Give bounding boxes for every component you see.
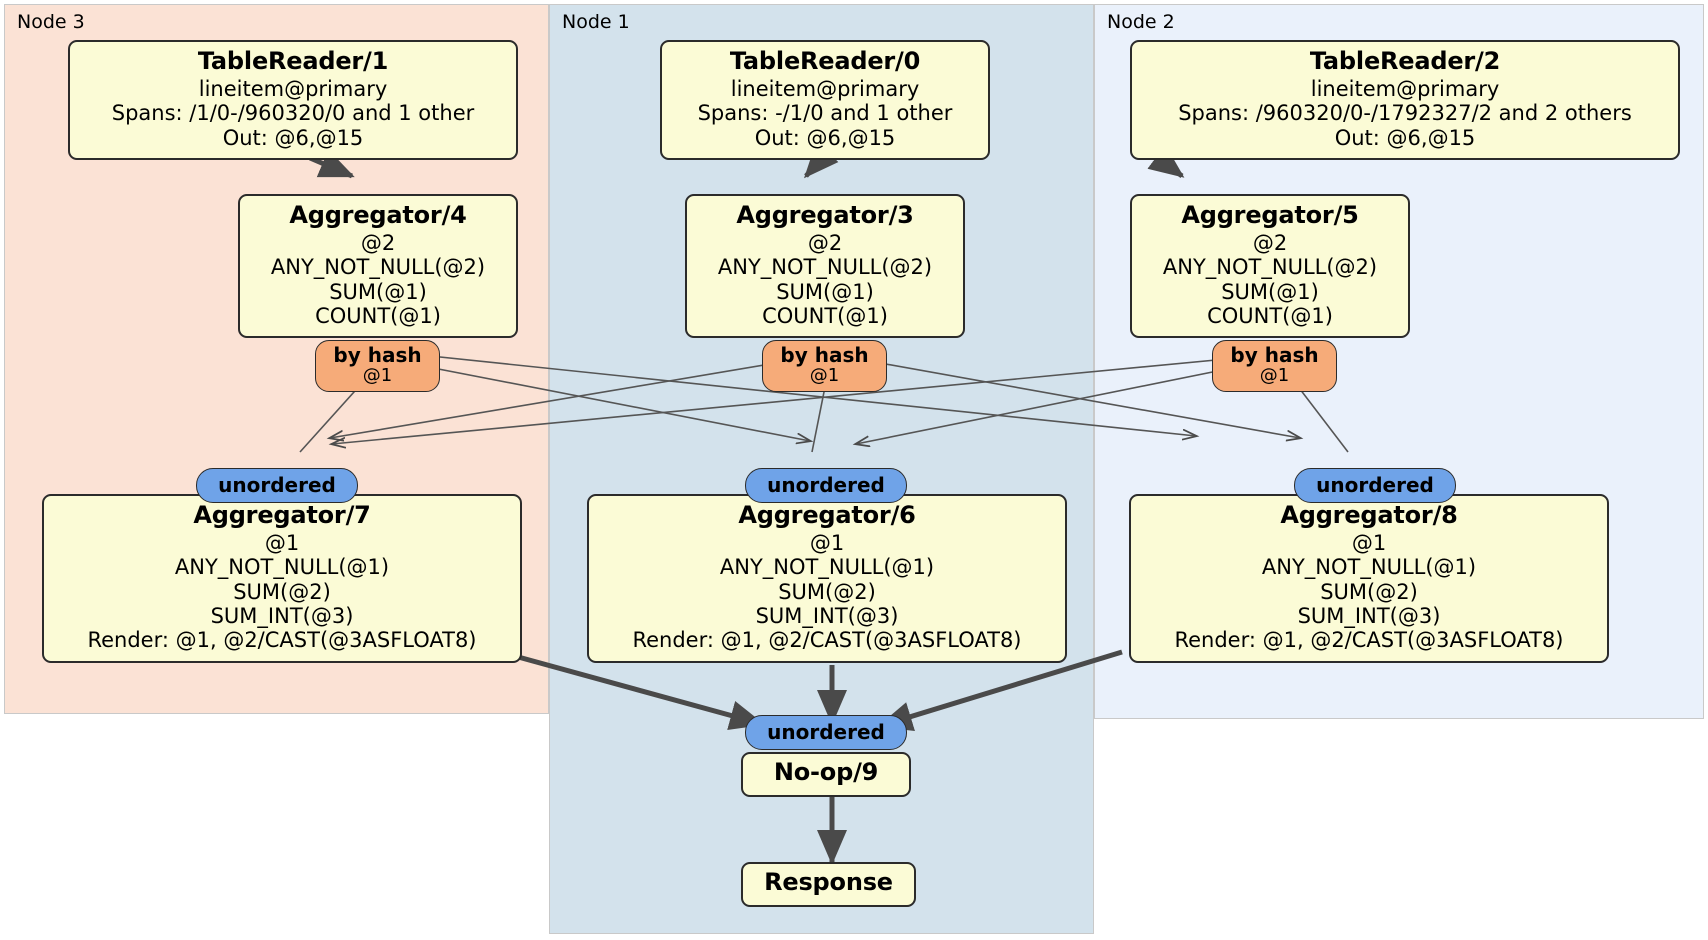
processor-aggregator-6[interactable]: Aggregator/6 @1 ANY_NOT_NULL(@1) SUM(@2)… <box>587 494 1067 663</box>
router-unordered-center[interactable]: unordered <box>745 468 907 504</box>
processor-detail-agg-1: SUM(@2) <box>1320 579 1418 604</box>
processor-detail-groupcols: @1 <box>1351 530 1387 555</box>
processor-detail-agg-1: SUM(@2) <box>233 579 331 604</box>
processor-detail-groupcols: @2 <box>360 230 396 255</box>
processor-detail-agg-0: ANY_NOT_NULL(@1) <box>719 555 935 580</box>
processor-table-reader-2[interactable]: TableReader/2 lineitem@primary Spans: /9… <box>1130 40 1680 160</box>
processor-title: Aggregator/7 <box>193 501 371 529</box>
processor-detail-agg-2: COUNT(@1) <box>762 303 888 328</box>
processor-table-reader-1[interactable]: TableReader/1 lineitem@primary Spans: /1… <box>68 40 518 160</box>
processor-aggregator-4[interactable]: Aggregator/4 @2 ANY_NOT_NULL(@2) SUM(@1)… <box>238 194 518 339</box>
processor-detail-agg-0: ANY_NOT_NULL(@2) <box>270 255 486 280</box>
processor-detail-groupcols: @2 <box>807 230 843 255</box>
processor-detail-groupcols: @1 <box>809 530 845 555</box>
router-label: unordered <box>1316 473 1434 497</box>
processor-detail-table: lineitem@primary <box>730 76 920 101</box>
node-panel-label-node3: Node 3 <box>17 11 85 33</box>
processor-detail-groupcols: @2 <box>1252 230 1288 255</box>
router-column: @1 <box>362 365 393 387</box>
processor-title: Aggregator/8 <box>1280 501 1458 529</box>
processor-title: Aggregator/3 <box>736 201 914 229</box>
router-label: by hash <box>333 343 422 367</box>
processor-title: Response <box>764 868 893 896</box>
router-column: @1 <box>809 365 840 387</box>
processor-title: No-op/9 <box>773 758 879 786</box>
processor-aggregator-7[interactable]: Aggregator/7 @1 ANY_NOT_NULL(@1) SUM(@2)… <box>42 494 522 663</box>
router-column: @1 <box>1259 365 1290 387</box>
processor-detail-agg-2: SUM_INT(@3) <box>755 603 899 628</box>
processor-detail-out: Out: @6,@15 <box>754 125 896 150</box>
processor-detail-agg-0: ANY_NOT_NULL(@1) <box>1261 555 1477 580</box>
node-panel-label-node2: Node 2 <box>1107 11 1175 33</box>
processor-table-reader-0[interactable]: TableReader/0 lineitem@primary Spans: -/… <box>660 40 990 160</box>
processor-aggregator-8[interactable]: Aggregator/8 @1 ANY_NOT_NULL(@1) SUM(@2)… <box>1129 494 1609 663</box>
processor-detail-out: Out: @6,@15 <box>1334 125 1476 150</box>
processor-detail-agg-1: SUM(@1) <box>776 279 874 304</box>
router-by-hash-right[interactable]: by hash @1 <box>1212 340 1337 392</box>
processor-detail-render: Render: @1, @2/CAST(@3ASFLOAT8) <box>1174 628 1564 653</box>
router-label: unordered <box>767 473 885 497</box>
router-label: unordered <box>767 720 885 744</box>
processor-detail-agg-1: SUM(@1) <box>329 279 427 304</box>
processor-response[interactable]: Response <box>741 862 916 907</box>
processor-detail-agg-2: SUM_INT(@3) <box>1297 603 1441 628</box>
router-unordered-final[interactable]: unordered <box>745 715 907 751</box>
processor-title: TableReader/0 <box>729 47 921 75</box>
processor-detail-spans: Spans: /960320/0-/1792327/2 and 2 others <box>1178 101 1632 126</box>
processor-detail-spans: Spans: /1/0-/960320/0 and 1 other <box>111 101 475 126</box>
processor-title: Aggregator/6 <box>738 501 916 529</box>
processor-detail-spans: Spans: -/1/0 and 1 other <box>697 101 953 126</box>
processor-detail-agg-2: COUNT(@1) <box>315 303 441 328</box>
processor-title: Aggregator/5 <box>1181 201 1359 229</box>
processor-detail-table: lineitem@primary <box>198 76 388 101</box>
processor-aggregator-3[interactable]: Aggregator/3 @2 ANY_NOT_NULL(@2) SUM(@1)… <box>685 194 965 339</box>
processor-detail-agg-0: ANY_NOT_NULL(@2) <box>717 255 933 280</box>
processor-detail-agg-0: ANY_NOT_NULL(@1) <box>174 555 390 580</box>
router-label: by hash <box>780 343 869 367</box>
processor-detail-table: lineitem@primary <box>1310 76 1500 101</box>
processor-no-op-9[interactable]: No-op/9 <box>741 752 911 797</box>
processor-title: Aggregator/4 <box>289 201 467 229</box>
router-unordered-right[interactable]: unordered <box>1294 468 1456 504</box>
processor-detail-agg-1: SUM(@1) <box>1221 279 1319 304</box>
processor-title: TableReader/2 <box>1309 47 1501 75</box>
router-label: unordered <box>218 473 336 497</box>
processor-detail-agg-2: SUM_INT(@3) <box>210 603 354 628</box>
processor-detail-agg-0: ANY_NOT_NULL(@2) <box>1162 255 1378 280</box>
router-by-hash-left[interactable]: by hash @1 <box>315 340 440 392</box>
router-by-hash-center[interactable]: by hash @1 <box>762 340 887 392</box>
router-unordered-left[interactable]: unordered <box>196 468 358 504</box>
processor-detail-render: Render: @1, @2/CAST(@3ASFLOAT8) <box>632 628 1022 653</box>
processor-detail-render: Render: @1, @2/CAST(@3ASFLOAT8) <box>87 628 477 653</box>
processor-detail-groupcols: @1 <box>264 530 300 555</box>
processor-detail-agg-2: COUNT(@1) <box>1207 303 1333 328</box>
processor-title: TableReader/1 <box>197 47 389 75</box>
processor-detail-out: Out: @6,@15 <box>222 125 364 150</box>
processor-aggregator-5[interactable]: Aggregator/5 @2 ANY_NOT_NULL(@2) SUM(@1)… <box>1130 194 1410 339</box>
router-label: by hash <box>1230 343 1319 367</box>
processor-detail-agg-1: SUM(@2) <box>778 579 876 604</box>
node-panel-label-node1: Node 1 <box>562 11 630 33</box>
